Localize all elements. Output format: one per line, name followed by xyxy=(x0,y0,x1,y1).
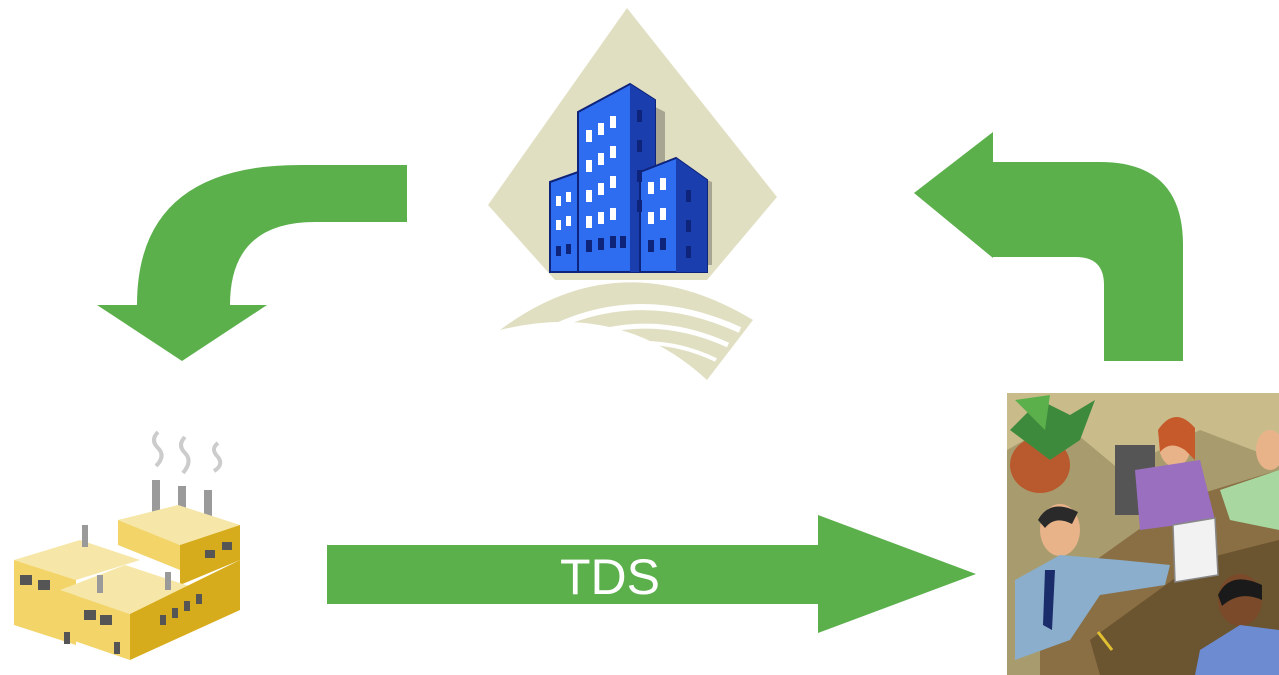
arrow-label: TDS xyxy=(560,549,660,605)
factory-icon xyxy=(14,430,240,660)
meeting-people-icon xyxy=(1007,393,1279,675)
curved-arrow-down-left-icon xyxy=(97,165,407,361)
straight-arrow-right-icon xyxy=(327,515,976,633)
office-building-icon xyxy=(488,8,777,382)
curved-arrow-up-left-icon xyxy=(914,132,1183,361)
